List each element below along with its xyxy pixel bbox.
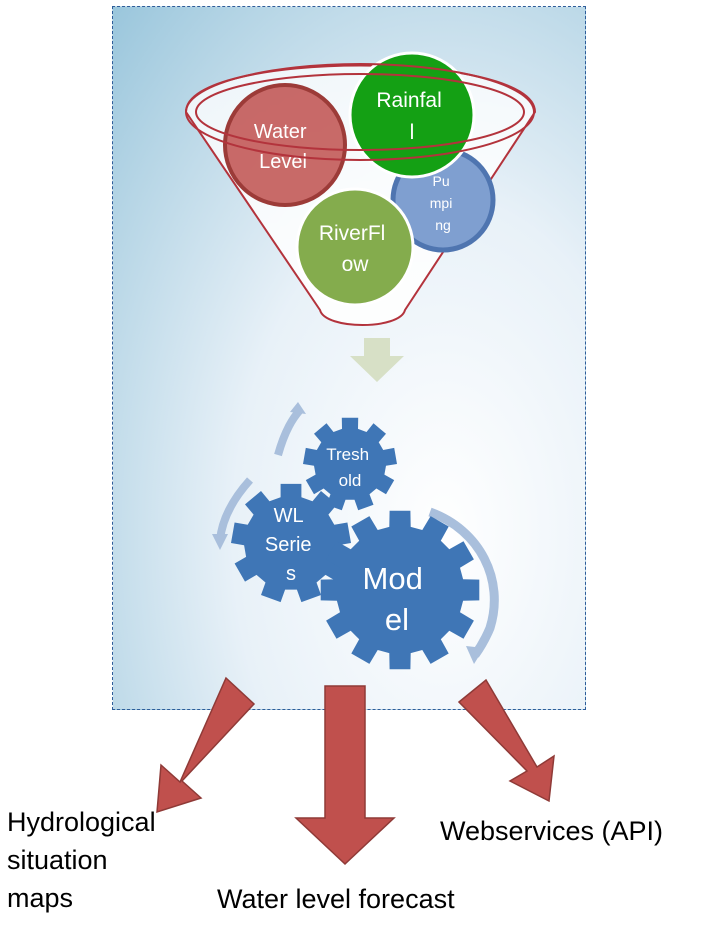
- water-level-forecast-arrow: [294, 685, 396, 866]
- webservices-arrow: [457, 678, 555, 803]
- threshold-cycle-arrowhead: [290, 402, 306, 414]
- pumping-line-3: ng: [435, 217, 451, 233]
- wl-series-line-2: Serie: [265, 534, 312, 556]
- hydro-maps-line-1: Hydrological: [7, 807, 156, 837]
- model-gear: Mod el: [320, 510, 480, 670]
- funnel-rim-inner: [195, 73, 525, 151]
- wl-series-gear: WL Serie s: [231, 483, 351, 603]
- river-flow-line-1: RiverFl: [319, 222, 386, 245]
- pumping-line-1: Pu: [432, 173, 449, 189]
- model-gear-shape: [320, 510, 480, 670]
- down-arrow: [350, 338, 404, 382]
- wl-series-line-3: s: [286, 563, 296, 585]
- threshold-gear-shape: [303, 417, 397, 511]
- pumping-line-2: mpi: [430, 195, 453, 211]
- hydro-maps-label: Hydrological situation maps: [7, 803, 156, 917]
- threshold-line-1: Tresh: [326, 445, 369, 464]
- hydro-maps-line-3: maps: [7, 883, 74, 913]
- model-cycle-arrow: [428, 507, 499, 658]
- threshold-line-2: old: [339, 471, 362, 490]
- river-flow-label: RiverFl ow: [319, 222, 391, 276]
- rainfall-label: Rainfal l: [376, 89, 447, 144]
- rainfall-line-2: l: [410, 121, 415, 144]
- funnel-rim-outer: [185, 63, 535, 161]
- wl-series-gear-shape: [231, 483, 351, 603]
- water-level-line-1: Water: [254, 121, 307, 143]
- wl-series-line-1: WL: [274, 505, 304, 527]
- river-flow-circle: RiverFl ow: [295, 187, 415, 307]
- rainfall-line-1: Rainfal: [376, 89, 441, 112]
- threshold-cycle-arrow: [274, 407, 304, 457]
- model-line-1: Mod: [363, 561, 423, 596]
- river-flow-line-2: ow: [342, 253, 370, 276]
- pumping-label: Pu mpi ng: [430, 173, 456, 233]
- wl-series-cycle-arrowhead: [212, 534, 228, 550]
- threshold-label: Tresh old: [326, 445, 374, 490]
- hydro-maps-arrow: [156, 676, 256, 814]
- threshold-gear: Tresh old: [303, 417, 397, 511]
- wl-series-label: WL Serie s: [265, 505, 317, 585]
- water-level-forecast-label: Water level forecast: [217, 880, 455, 918]
- model-line-2: el: [385, 602, 409, 637]
- rainfall-circle: Rainfal l: [348, 51, 476, 179]
- webservices-label: Webservices (API): [440, 812, 663, 850]
- model-label: Mod el: [363, 561, 432, 637]
- hydro-maps-line-2: situation: [7, 845, 108, 875]
- webservices-text: Webservices (API): [440, 816, 664, 846]
- model-cycle-arrowhead: [466, 646, 484, 664]
- water-level-forecast-text: Water level forecast: [217, 884, 455, 914]
